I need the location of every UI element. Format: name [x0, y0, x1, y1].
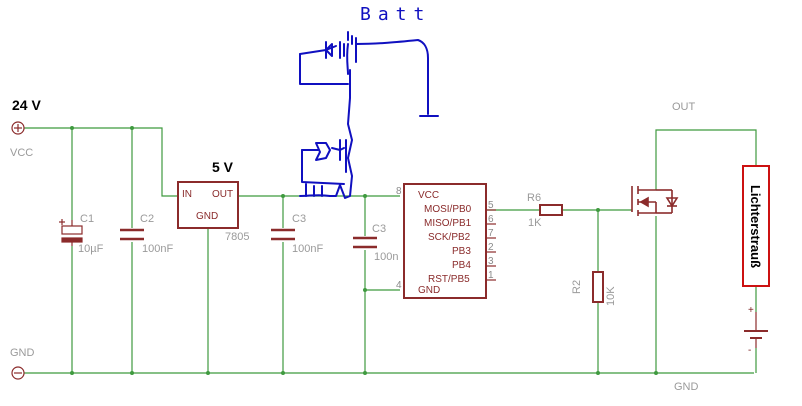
mosfet-symbol	[631, 186, 679, 216]
handwritten-label: Batt	[360, 4, 432, 25]
r6-name: R6	[527, 192, 542, 204]
mcu-pin-number: 8	[396, 186, 402, 197]
mcu-pin-label: VCC	[418, 190, 440, 201]
capacitor-c3	[271, 228, 295, 241]
mcu-body	[403, 183, 487, 299]
out-label: OUT	[672, 101, 696, 113]
junctions	[70, 126, 658, 375]
c1-name: C1	[80, 213, 95, 225]
load-gnd-label: GND	[674, 381, 699, 393]
mcu-pin-number: 7	[488, 228, 494, 239]
capacitor-c1	[59, 219, 83, 246]
r2-name: R2	[571, 279, 583, 294]
mcu-pin-number: 5	[488, 200, 494, 211]
gnd-label: GND	[10, 347, 35, 359]
mcu-pin-label: RST/PB5	[428, 274, 470, 285]
capacitor-c3-mcu	[353, 236, 377, 249]
mcu-pin-label: SCK/PB2	[428, 232, 471, 243]
c2-name: C2	[140, 213, 155, 225]
gnd-terminal	[11, 366, 25, 380]
handwritten-battery-sketch	[299, 31, 439, 199]
load-minus-sign: -	[748, 345, 752, 356]
mcu-pin-label: MOSI/PB0	[424, 204, 472, 215]
load-lower-element	[744, 312, 768, 348]
regulator-gnd-label: GND	[196, 211, 219, 222]
regulator-in-label: IN	[182, 189, 192, 200]
wires	[24, 127, 757, 374]
c3-name: C3	[292, 213, 307, 225]
c3-value: 100nF	[292, 243, 324, 255]
c1-value: 10µF	[78, 243, 104, 255]
mcu-pin-label: PB3	[452, 246, 471, 257]
mcu-pin-number: 2	[488, 242, 494, 253]
mcu-pin-label: MISO/PB1	[424, 218, 472, 229]
regulator-out-label: OUT	[212, 189, 234, 200]
regulator-part-label: 7805	[225, 231, 250, 243]
supply-voltage-label: 24 V	[12, 97, 41, 113]
c3-mcu-name: C3	[372, 223, 387, 235]
regulator-output-voltage-label: 5 V	[212, 159, 234, 175]
vcc-label: VCC	[10, 147, 34, 159]
load-plus-sign: +	[748, 305, 754, 316]
load-box	[742, 165, 770, 287]
mcu-pin-number: 1	[488, 270, 494, 281]
vcc-terminal	[11, 121, 25, 135]
mcu-pin-label: GND	[418, 285, 441, 296]
capacitor-c2	[120, 228, 144, 241]
load-name-container: Lichterstrauß	[743, 166, 769, 286]
regulator-7805-body	[177, 181, 239, 229]
r6-value: 1K	[528, 217, 542, 229]
r2-value: 10K	[605, 286, 617, 306]
c2-value: 100nF	[142, 243, 174, 255]
c3-mcu-value: 100n	[374, 251, 399, 263]
resistor-r2	[592, 271, 604, 303]
mcu-pin-number: 3	[488, 256, 494, 267]
mcu-pin-stubs	[486, 209, 496, 281]
resistor-r6	[539, 204, 563, 216]
mcu-pin-number: 6	[488, 214, 494, 225]
load-name: Lichterstrauß	[748, 184, 764, 268]
mcu-pin-label: PB4	[452, 260, 471, 271]
mcu-pin-number: 4	[396, 280, 402, 291]
